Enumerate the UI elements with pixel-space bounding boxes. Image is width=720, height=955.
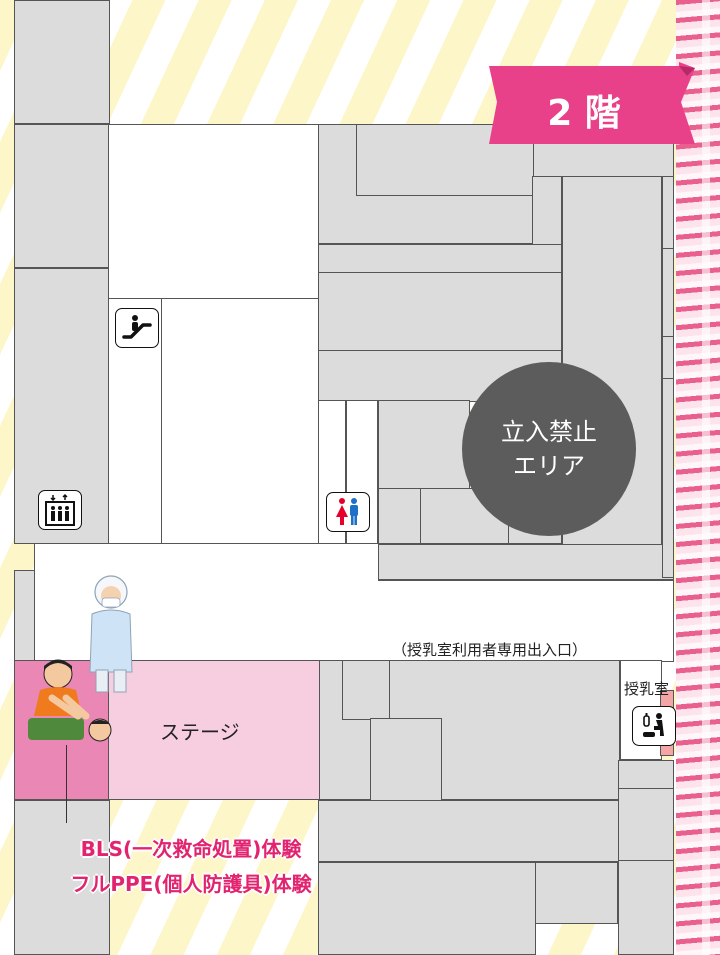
map-room (662, 176, 674, 250)
experience-label-ppe: フルPPE(個人防護具)体験 (70, 872, 312, 896)
map-room (662, 248, 674, 338)
ppe-person-illustration (86, 574, 136, 698)
restricted-area-circle: 立入禁止 エリア (462, 362, 636, 536)
map-room (14, 800, 110, 955)
map-room (662, 336, 674, 380)
stage-area (108, 660, 320, 800)
floor-label: 2 階 (547, 93, 621, 134)
map-room (14, 124, 110, 268)
map-room (342, 660, 390, 720)
map-room (378, 400, 470, 490)
callout-line (66, 745, 67, 823)
decorative-border (676, 0, 720, 955)
map-room (318, 800, 620, 862)
map-room (618, 760, 674, 790)
map-room (618, 860, 674, 955)
experience-label-bls: BLS(一次救命処置)体験 (80, 837, 302, 861)
elevator-icon (38, 490, 82, 530)
floor-banner: 2 階 (489, 62, 695, 144)
map-room (318, 244, 562, 274)
map-room (618, 788, 674, 862)
cpr-illustration (22, 658, 112, 748)
restroom-icon (326, 492, 370, 532)
escalator-icon (115, 308, 159, 348)
stage-label: ステージ (160, 720, 240, 744)
map-room (318, 862, 536, 955)
restricted-area-line1: 立入禁止 (501, 418, 597, 446)
map-room (378, 488, 422, 544)
banner-shape (489, 62, 695, 144)
corridor (378, 580, 674, 662)
nursing-room-entrance-label: （授乳室利用者専用出入口） (392, 641, 588, 659)
map-room (378, 544, 674, 580)
map-room (318, 272, 562, 352)
nursing-room-icon (632, 706, 676, 746)
map-room (662, 378, 674, 578)
corridor (108, 124, 320, 300)
restricted-area-line2: エリア (513, 452, 585, 480)
decorative-border-highlight (702, 0, 710, 955)
corridor (160, 298, 320, 544)
nursing-room-label: 授乳室 (624, 680, 670, 698)
map-room (532, 176, 562, 246)
map-room (14, 0, 110, 124)
map-room (14, 570, 36, 662)
map-room (534, 862, 618, 924)
